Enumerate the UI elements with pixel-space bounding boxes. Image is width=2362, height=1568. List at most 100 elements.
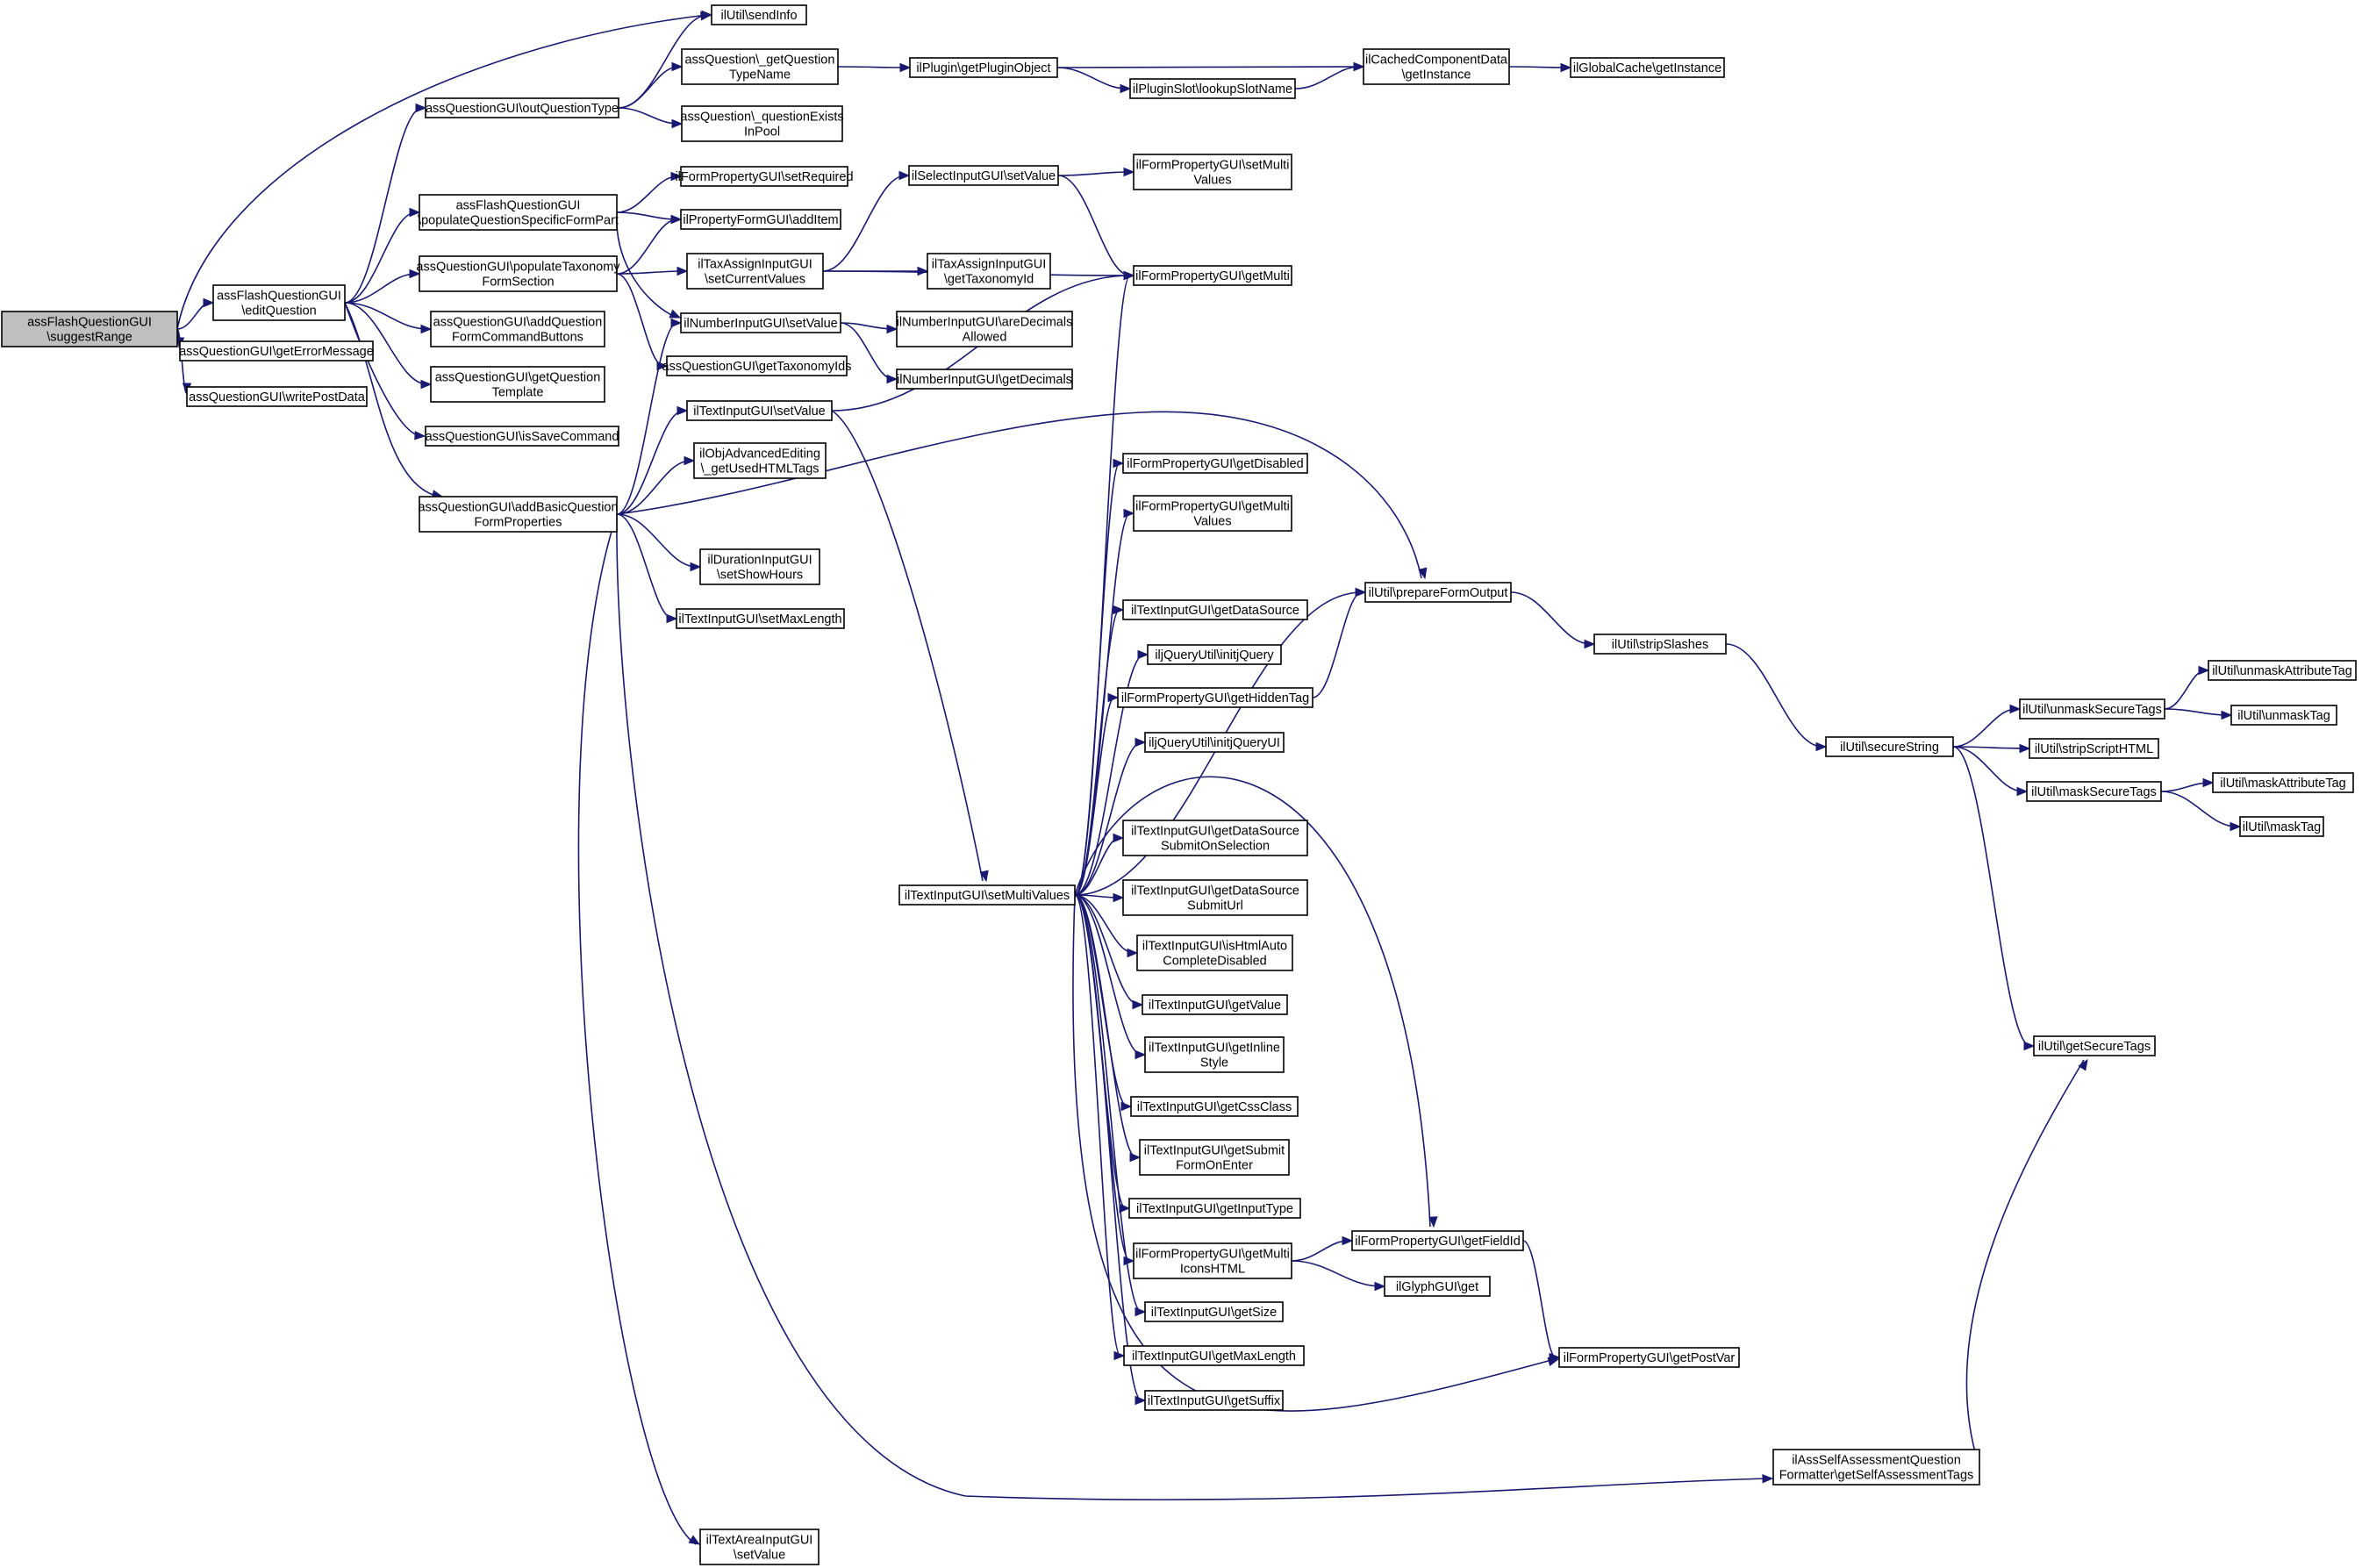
node-label: ilUtil\stripSlashes bbox=[1612, 638, 1708, 652]
node-label: ilNumberInputGUI\setValue bbox=[684, 317, 837, 331]
node-label: ilUtil\getSecureTags bbox=[2038, 1040, 2151, 1054]
call-edge-secureString-to-unmaskSecureTags bbox=[1952, 704, 2022, 748]
node-getDisabled[interactable]: ilFormPropertyGUI\getDisabled bbox=[1122, 453, 1308, 474]
node-selectSetValue[interactable]: ilSelectInputGUI\setValue bbox=[908, 165, 1059, 186]
node-numberSetValue[interactable]: ilNumberInputGUI\setValue bbox=[680, 312, 841, 333]
call-edges bbox=[175, 10, 2242, 1545]
node-durationSetShowHours[interactable]: ilDurationInputGUI\setShowHours bbox=[699, 548, 820, 585]
node-populateSpecific[interactable]: assFlashQuestionGUI\populateQuestionSpec… bbox=[418, 194, 619, 231]
call-edge-secureString-to-maskSecureTags bbox=[1952, 746, 2029, 797]
node-getCssClass[interactable]: ilTextInputGUI\getCssClass bbox=[1130, 1096, 1299, 1117]
node-getPluginObject[interactable]: ilPlugin\getPluginObject bbox=[909, 57, 1058, 78]
call-edge-getPluginObject-to-cachedGetInstance bbox=[1056, 61, 1365, 72]
node-setMultiValues[interactable]: ilFormPropertyGUI\setMultiValues bbox=[1133, 154, 1292, 190]
node-label: assQuestionGUI\populateTaxonomy bbox=[416, 261, 620, 275]
node-isHtmlAutoCompleteDisabled[interactable]: ilTextInputGUI\isHtmlAutoCompleteDisable… bbox=[1136, 934, 1293, 971]
node-textSetMultiValues[interactable]: ilTextInputGUI\setMultiValues bbox=[898, 884, 1076, 906]
call-edge-getQuestionTypeName-to-getPluginObject bbox=[837, 62, 912, 73]
call-edge-populateTaxonomy-to-addItem bbox=[616, 214, 683, 275]
node-getFieldId[interactable]: ilFormPropertyGUI\getFieldId bbox=[1351, 1230, 1524, 1251]
node-getPostVar[interactable]: ilFormPropertyGUI\getPostVar bbox=[1558, 1347, 1740, 1368]
node-prepareFormOutput[interactable]: ilUtil\prepareFormOutput bbox=[1364, 582, 1512, 603]
node-getTaxonomyId[interactable]: ilTaxAssignInputGUI\getTaxonomyId bbox=[927, 253, 1051, 290]
node-getValue[interactable]: ilTextInputGUI\getValue bbox=[1142, 994, 1288, 1015]
node-getSuffix[interactable]: ilTextInputGUI\getSuffix bbox=[1144, 1390, 1284, 1411]
node-label: ilTextAreaInputGUI bbox=[706, 1534, 813, 1548]
node-stripScriptHTML[interactable]: ilUtil\stripScriptHTML bbox=[2029, 738, 2159, 759]
node-getMulti[interactable]: ilFormPropertyGUI\getMulti bbox=[1133, 265, 1292, 286]
node-isSaveCommand[interactable]: assQuestionGUI\isSaveCommand bbox=[425, 426, 619, 447]
node-getTaxonomyIds[interactable]: assQuestionGUI\getTaxonomyIds bbox=[662, 355, 852, 376]
call-edge-maskSecureTags-to-maskAttributeTag bbox=[2160, 777, 2215, 792]
node-unmaskTag[interactable]: ilUtil\unmaskTag bbox=[2230, 705, 2337, 726]
node-suggestRange[interactable]: assFlashQuestionGUI\suggestRange bbox=[1, 311, 178, 347]
call-edge-addBasicProps-to-textAreaSetValue bbox=[577, 513, 701, 1545]
node-addBasicProps[interactable]: assQuestionGUI\addBasicQuestionFormPrope… bbox=[418, 496, 619, 533]
node-lookupSlotName[interactable]: ilPluginSlot\lookupSlotName bbox=[1129, 78, 1296, 99]
node-label: ilUtil\maskTag bbox=[2243, 820, 2321, 834]
node-getSelfAssessmentTags[interactable]: ilAssSelfAssessmentQuestionFormatter\get… bbox=[1772, 1449, 1980, 1486]
call-edge-getMultiIconsHTML-to-getFieldId bbox=[1291, 1235, 1354, 1262]
node-stripSlashes[interactable]: ilUtil\stripSlashes bbox=[1593, 634, 1727, 655]
node-getDataSourceSubmitOnSelection[interactable]: ilTextInputGUI\getDataSourceSubmitOnSele… bbox=[1122, 820, 1308, 856]
node-maskAttributeTag[interactable]: ilUtil\maskAttributeTag bbox=[2212, 772, 2354, 793]
node-textSetValue[interactable]: ilTextInputGUI\setValue bbox=[686, 400, 833, 421]
node-unmaskAttributeTag[interactable]: ilUtil\unmaskAttributeTag bbox=[2208, 660, 2357, 681]
node-glyphGet[interactable]: ilGlyphGUI\get bbox=[1384, 1276, 1491, 1297]
node-getHiddenTag[interactable]: ilFormPropertyGUI\getHiddenTag bbox=[1117, 687, 1313, 708]
node-initjQuery[interactable]: iljQueryUtil\initjQuery bbox=[1147, 644, 1282, 665]
node-getMaxLength[interactable]: ilTextInputGUI\getMaxLength bbox=[1123, 1345, 1305, 1366]
call-edge-textSetValue-to-textSetMultiValues bbox=[831, 410, 989, 883]
node-label: ilFormPropertyGUI\getPostVar bbox=[1564, 1351, 1736, 1365]
node-setMaxLength[interactable]: ilTextInputGUI\setMaxLength bbox=[676, 608, 845, 629]
node-initjQueryUI[interactable]: iljQueryUtil\initjQueryUI bbox=[1144, 732, 1285, 753]
call-edge-textSetMultiValues-to-getSubmitFormOnEnter bbox=[1074, 894, 1142, 1163]
node-getErrorMessage[interactable]: assQuestionGUI\getErrorMessage bbox=[179, 340, 374, 362]
node-maskTag[interactable]: ilUtil\maskTag bbox=[2239, 816, 2324, 837]
call-edge-stripSlashes-to-secureString bbox=[1725, 643, 1828, 752]
node-addCommandButtons[interactable]: assQuestionGUI\addQuestionFormCommandBut… bbox=[430, 311, 605, 347]
node-textAreaSetValue[interactable]: ilTextAreaInputGUI\setValue bbox=[699, 1529, 820, 1565]
node-label: \getTaxonomyId bbox=[944, 273, 1034, 287]
node-label: assFlashQuestionGUI bbox=[217, 290, 341, 304]
node-unmaskSecureTags[interactable]: ilUtil\unmaskSecureTags bbox=[2019, 698, 2165, 720]
node-globalCacheGetInstance[interactable]: ilGlobalCache\getInstance bbox=[1570, 57, 1725, 78]
node-label: ilUtil\maskSecureTags bbox=[2031, 785, 2157, 799]
node-addItem[interactable]: ilPropertyFormGUI\addItem bbox=[680, 209, 841, 230]
node-writePostData[interactable]: assQuestionGUI\writePostData bbox=[186, 386, 368, 407]
call-edge-populateTaxonomy-to-taxSetCurrent bbox=[616, 266, 689, 276]
node-secureString[interactable]: ilUtil\secureString bbox=[1825, 736, 1954, 757]
node-label: \setCurrentValues bbox=[705, 273, 805, 287]
node-label: iljQueryUtil\initjQueryUI bbox=[1149, 736, 1280, 750]
node-taxSetCurrent[interactable]: ilTaxAssignInputGUI\setCurrentValues bbox=[686, 253, 824, 290]
node-label: assQuestionGUI\addQuestion bbox=[433, 316, 603, 330]
node-label: assQuestionGUI\isSaveCommand bbox=[426, 430, 619, 444]
node-label: ilFormPropertyGUI\getHiddenTag bbox=[1121, 691, 1309, 705]
node-getDecimals[interactable]: ilNumberInputGUI\getDecimals bbox=[896, 369, 1073, 390]
node-label: ilNumberInputGUI\areDecimals bbox=[897, 316, 1073, 330]
node-setRequired[interactable]: ilFormPropertyGUI\setRequired bbox=[675, 166, 854, 187]
node-getSize[interactable]: ilTextInputGUI\getSize bbox=[1144, 1301, 1284, 1322]
node-label: ilTextInputGUI\getInputType bbox=[1136, 1202, 1293, 1216]
node-label: ilNumberInputGUI\getDecimals bbox=[897, 373, 1072, 387]
node-outQuestionType[interactable]: assQuestionGUI\outQuestionType bbox=[425, 97, 619, 118]
node-getUsedHTMLTags[interactable]: ilObjAdvancedEditing\_getUsedHTMLTags bbox=[693, 442, 827, 479]
node-cachedGetInstance[interactable]: ilCachedComponentData\getInstance bbox=[1363, 48, 1510, 85]
node-getDataSource[interactable]: ilTextInputGUI\getDataSource bbox=[1122, 599, 1308, 620]
node-editQuestion[interactable]: assFlashQuestionGUI\editQuestion bbox=[212, 284, 346, 321]
node-maskSecureTags[interactable]: ilUtil\maskSecureTags bbox=[2026, 781, 2162, 802]
node-sendInfo[interactable]: ilUtil\sendInfo bbox=[711, 4, 807, 25]
node-getInputType[interactable]: ilTextInputGUI\getInputType bbox=[1128, 1198, 1301, 1219]
node-getSecureTags[interactable]: ilUtil\getSecureTags bbox=[2033, 1035, 2156, 1056]
node-populateTaxonomy[interactable]: assQuestionGUI\populateTaxonomyFormSecti… bbox=[416, 255, 620, 292]
node-label: FormOnEnter bbox=[1176, 1159, 1253, 1173]
